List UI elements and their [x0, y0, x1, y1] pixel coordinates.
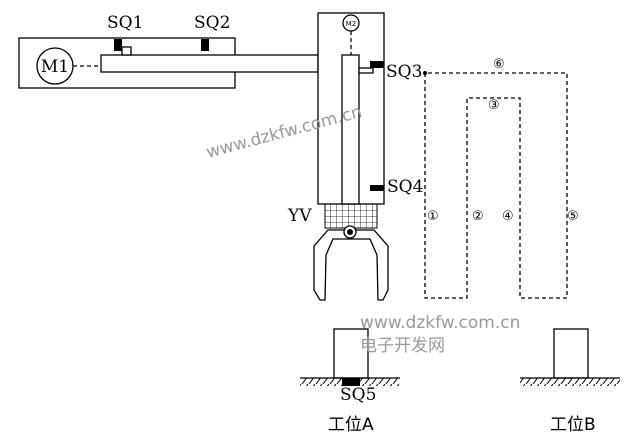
yv-label: YV — [287, 206, 312, 226]
workpiece-b — [553, 328, 589, 379]
m1-label: M1 — [41, 57, 69, 77]
sq5-label: SQ5 — [340, 385, 376, 405]
sq4-label: SQ4 — [387, 177, 423, 197]
watermark-url-2: www.dzkfw.com.cn — [360, 313, 520, 333]
vertical-rod — [341, 54, 360, 205]
sq3-label: SQ3 — [386, 62, 422, 82]
step-5: ⑤ — [567, 209, 579, 224]
sq5-switch — [342, 378, 360, 386]
step-1: ① — [427, 209, 439, 224]
station-a: SQ5 工位A — [300, 328, 400, 435]
step-2: ② — [472, 209, 484, 224]
vertical-arm: M2 SQ3 SQ4 YV — [287, 12, 423, 301]
gripper — [313, 229, 389, 301]
sq4-switch — [370, 185, 384, 191]
workpiece-a — [333, 328, 369, 379]
station-a-label: 工位A — [328, 415, 374, 435]
station-b-label: 工位B — [550, 415, 596, 435]
station-b: 工位B — [520, 328, 620, 435]
step-4: ④ — [502, 209, 514, 224]
sq2-label: SQ2 — [194, 13, 230, 33]
motion-path: ① ② ③ ④ ⑤ ⑥ — [423, 57, 579, 299]
m2-label: M2 — [346, 20, 357, 28]
horizontal-arm: M1 SQ1 SQ2 — [18, 13, 319, 89]
sq3-switch — [370, 61, 384, 68]
solenoid-yv — [324, 203, 378, 229]
sq2-switch — [201, 39, 209, 51]
sq1-label: SQ1 — [107, 13, 143, 33]
step-6: ⑥ — [493, 57, 505, 72]
step-3: ③ — [488, 98, 500, 113]
sq1-switch — [114, 39, 122, 51]
horizontal-rod — [100, 54, 319, 73]
watermark-site: 电子开发网 — [360, 336, 445, 356]
